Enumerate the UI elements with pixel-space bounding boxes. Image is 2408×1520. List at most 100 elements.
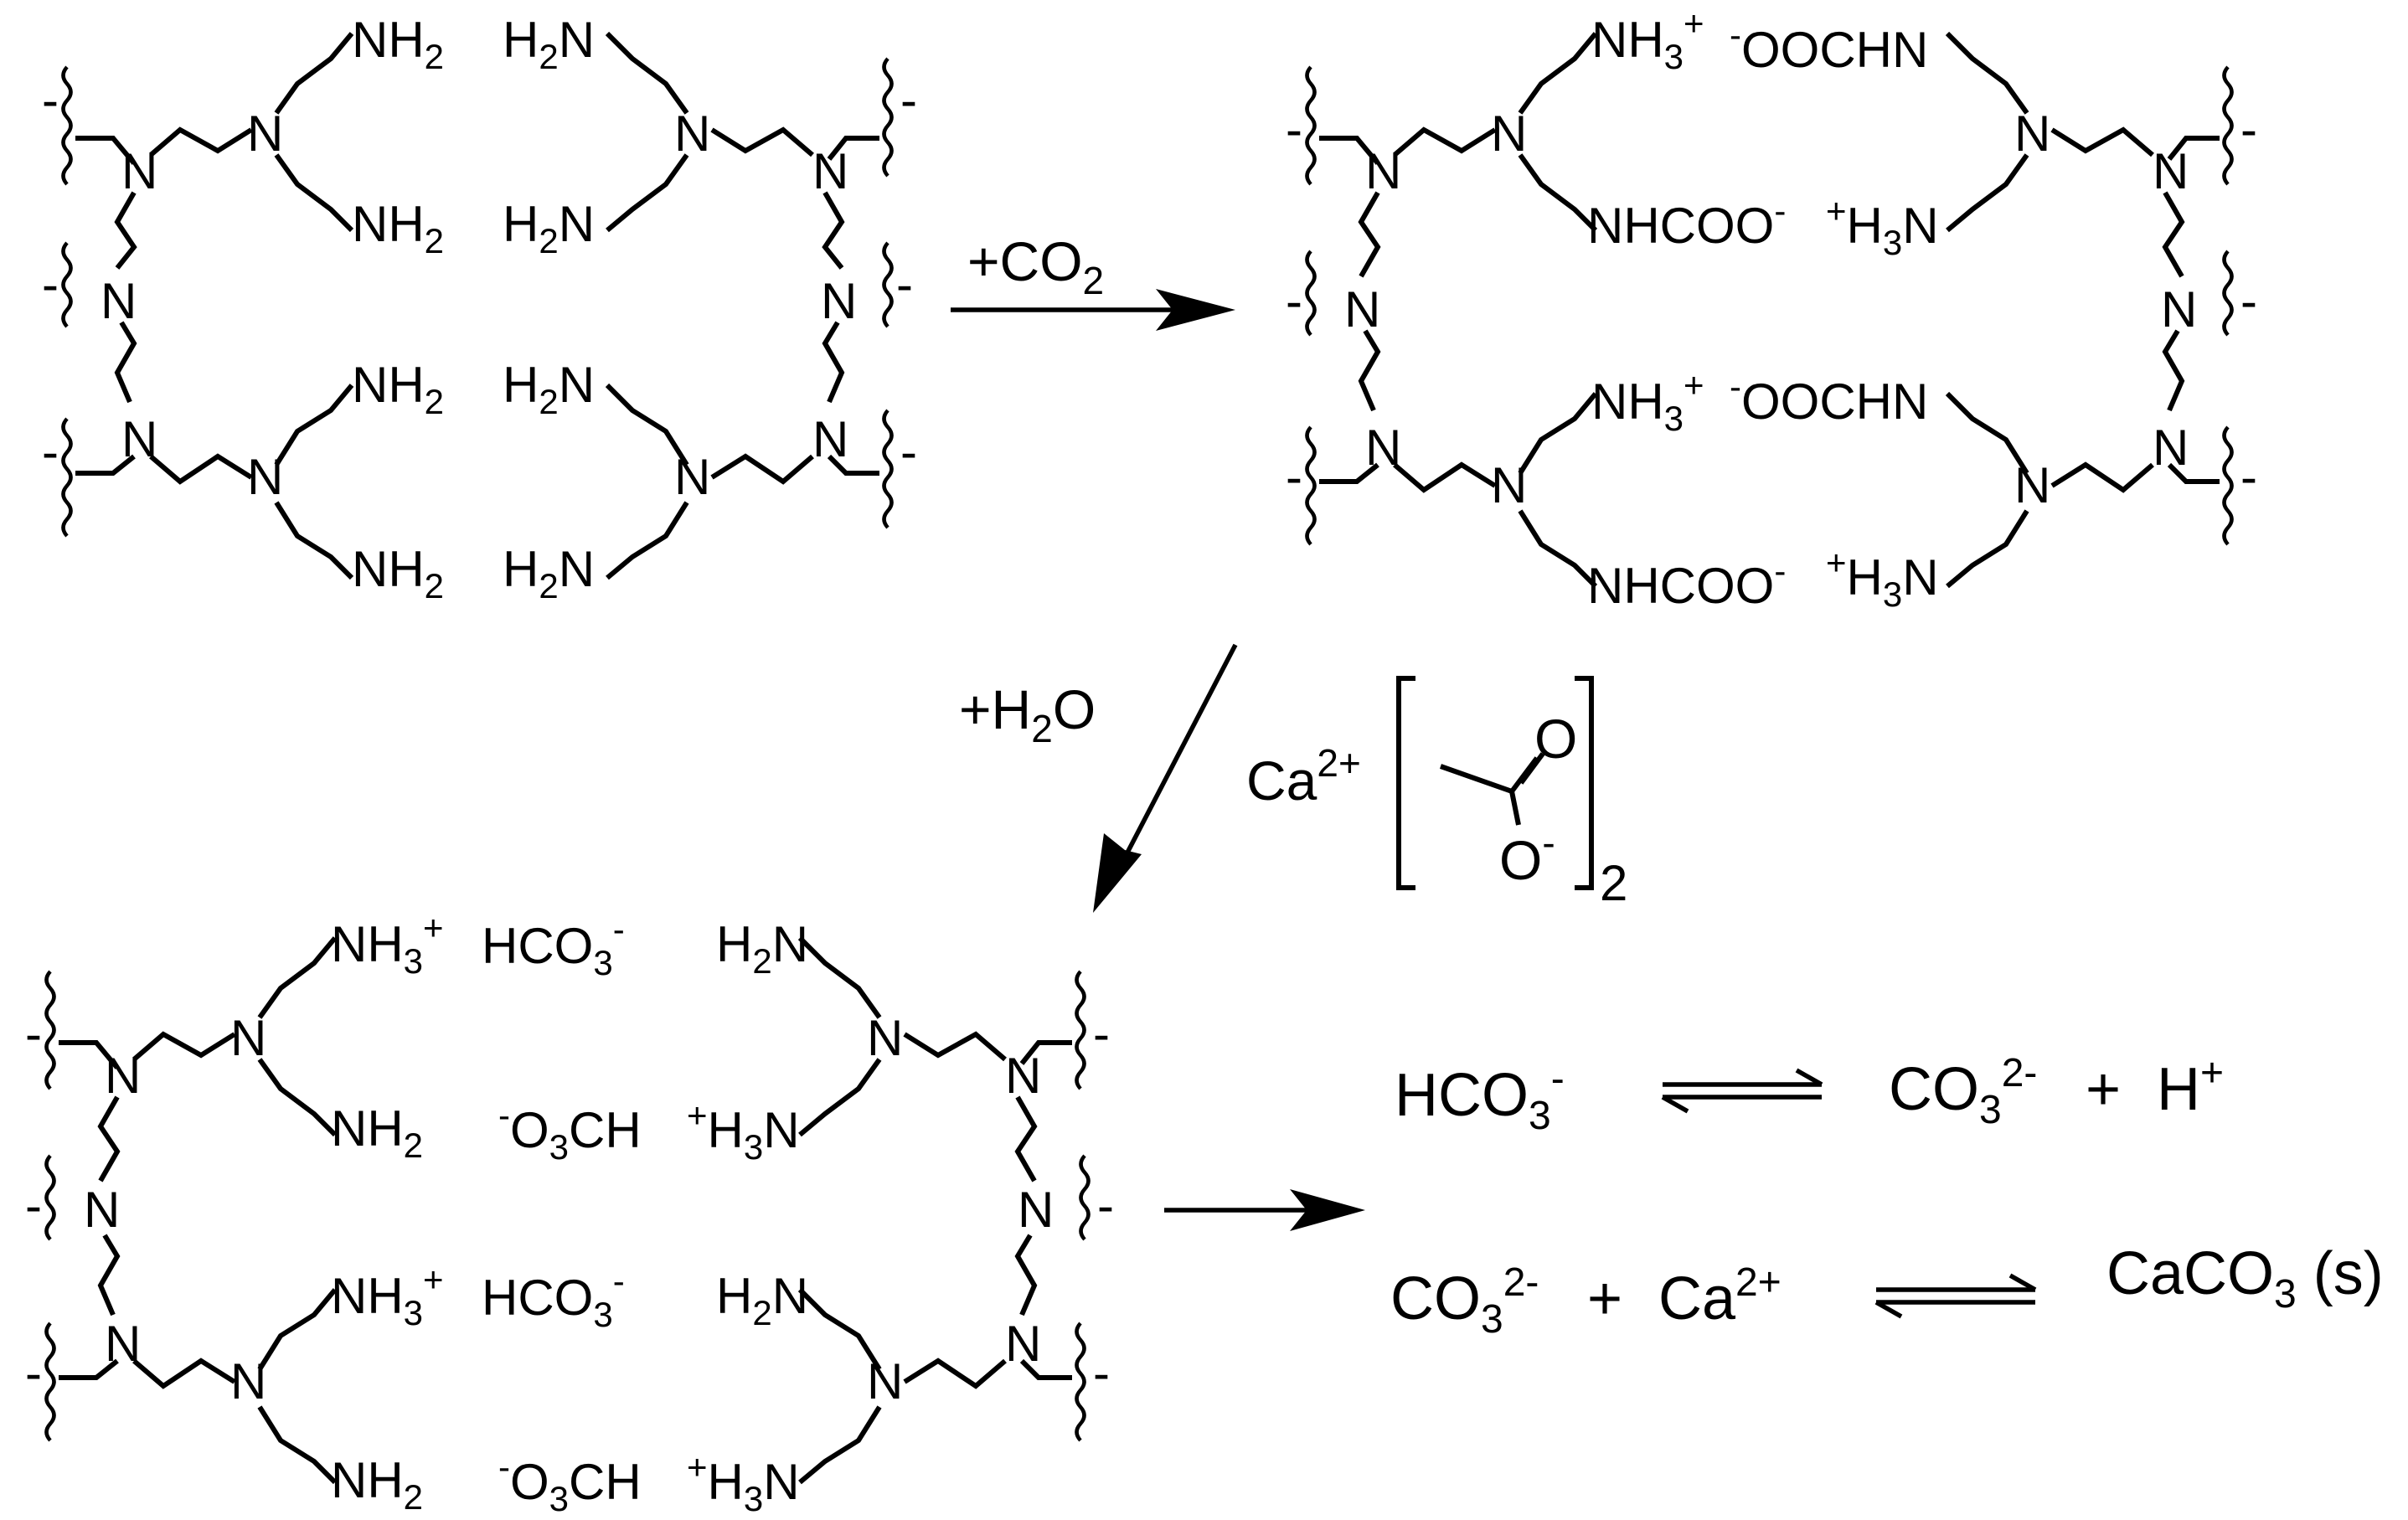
eq2-product-calcium-carbonate: CaCO	[2106, 1240, 2274, 1307]
svg-text:N: N	[821, 273, 857, 329]
svg-text:-: -	[42, 424, 59, 480]
svg-text:-: -	[1097, 1177, 1114, 1234]
eq1-reactant-subscript: 3	[1529, 1094, 1551, 1138]
eq1-reactant-charge: -	[1551, 1057, 1565, 1101]
calcium-ion-label: Ca	[1246, 750, 1317, 812]
svg-text:HCO3-: HCO3-	[482, 1261, 625, 1334]
svg-text:NH3+: NH3+	[331, 1260, 444, 1332]
svg-text:N: N	[105, 1048, 141, 1104]
precipitation-reaction-arrow	[1164, 1189, 1365, 1231]
svg-text:H2N: H2N	[716, 1268, 808, 1332]
svg-text:-: -	[900, 424, 917, 480]
svg-text:+CO2: +CO2	[967, 230, 1104, 302]
svg-text:H2N: H2N	[503, 541, 595, 605]
svg-text:N: N	[674, 106, 710, 162]
bicarbonate-dissociation-equilibrium: HCO3- CO32- + H+	[1395, 1051, 2224, 1138]
svg-text:Ca2+: Ca2+	[1246, 741, 1361, 812]
eq2-product-subscript: 3	[2274, 1272, 2297, 1316]
svg-text:N: N	[867, 1353, 903, 1409]
svg-text:N: N	[867, 1010, 903, 1066]
svg-text:N: N	[1491, 457, 1527, 513]
svg-text:-: -	[25, 1177, 42, 1234]
svg-text:N: N	[230, 1010, 266, 1066]
svg-text:+H3N: +H3N	[687, 1095, 800, 1167]
svg-text:NH3+: NH3+	[1591, 365, 1704, 438]
svg-text:-: -	[1286, 101, 1302, 157]
svg-text:CO32-: CO32-	[1889, 1051, 2037, 1132]
svg-text:N: N	[2014, 106, 2050, 162]
svg-text:-: -	[2240, 101, 2257, 157]
svg-text:-: -	[1286, 273, 1302, 329]
svg-text:NH2: NH2	[352, 12, 444, 76]
svg-text:+H3N: +H3N	[687, 1447, 800, 1518]
svg-text:NH3+: NH3+	[1591, 3, 1704, 76]
co2-reaction-arrow: +CO2	[951, 230, 1235, 331]
eq2-plus-sign: +	[1587, 1265, 1622, 1332]
svg-text:-: -	[1286, 449, 1302, 505]
svg-text:+H3N: +H3N	[1826, 191, 1939, 262]
co2-reagent-subscript: 2	[1083, 259, 1105, 302]
svg-text:NH3+: NH3+	[331, 908, 444, 981]
svg-text:N: N	[1491, 106, 1527, 162]
eq1-plus-sign: +	[2086, 1056, 2121, 1123]
svg-text:H2N: H2N	[503, 12, 595, 76]
svg-text:Ca2+: Ca2+	[1658, 1260, 1782, 1332]
eq2-product-state: (s)	[2297, 1240, 2384, 1307]
h2o-reagent-subscript: 2	[1031, 707, 1053, 750]
svg-text:N: N	[230, 1353, 266, 1409]
svg-text:-: -	[1093, 1006, 1110, 1062]
acetate-carbonyl-oxygen: O	[1534, 708, 1577, 770]
svg-text:H2N: H2N	[503, 196, 595, 260]
h2o-reagent-label: +H	[959, 678, 1031, 740]
svg-text:N: N	[247, 106, 283, 162]
svg-text:NHCOO-: NHCOO-	[1587, 551, 1786, 614]
svg-text:H2N: H2N	[716, 916, 808, 981]
h2o-reaction-arrow: +H2O	[959, 643, 1238, 913]
eq1-product-carbonate-subscript: 3	[1979, 1088, 2002, 1132]
svg-text:HCO3-: HCO3-	[1395, 1057, 1565, 1138]
eq1-product-proton-charge: +	[2200, 1051, 2224, 1095]
eq2-reactant-calcium: Ca	[1658, 1265, 1736, 1332]
svg-text:N: N	[2161, 281, 2197, 337]
eq1-product-proton: H	[2157, 1056, 2200, 1123]
acetate-anion-charge: -	[1542, 821, 1555, 864]
svg-text:H+: H+	[2157, 1051, 2224, 1123]
svg-text:-O3CH: -O3CH	[498, 1447, 642, 1518]
svg-text:-: -	[25, 1345, 42, 1401]
svg-text:-: -	[42, 256, 59, 312]
svg-text:NH2: NH2	[352, 196, 444, 260]
pei-structure: N N N N N N N N N N --- --- NH2 NH2 NH2 …	[42, 12, 917, 605]
svg-text:N: N	[84, 1182, 120, 1238]
svg-text:-: -	[25, 1006, 42, 1062]
eq2-reactant-carbonate-charge: 2-	[1503, 1260, 1539, 1305]
equilibrium-arrows-1	[1661, 1068, 1823, 1114]
svg-text:N: N	[1344, 281, 1380, 337]
eq1-reactant: HCO	[1395, 1062, 1529, 1129]
svg-text:-: -	[896, 256, 913, 312]
svg-text:N: N	[1005, 1048, 1041, 1104]
eq2-reactant-carbonate: CO	[1390, 1265, 1481, 1332]
svg-text:-OOCHN: -OOCHN	[1730, 367, 1928, 430]
svg-text:N: N	[1365, 143, 1401, 199]
eq2-reactant-calcium-charge: 2+	[1735, 1260, 1782, 1305]
svg-text:N: N	[121, 143, 157, 199]
svg-text:N: N	[1018, 1182, 1054, 1238]
svg-text:CO32-: CO32-	[1390, 1260, 1539, 1342]
bracket-multiplier: 2	[1600, 855, 1627, 911]
svg-text:NH2: NH2	[331, 1100, 423, 1165]
h2o-reagent-tail: O	[1053, 678, 1096, 740]
svg-text:O-: O-	[1499, 821, 1555, 891]
svg-text:N: N	[121, 411, 157, 467]
svg-text:NH2: NH2	[352, 541, 444, 605]
svg-text:N: N	[812, 143, 848, 199]
acetate-anion-oxygen: O	[1499, 829, 1542, 891]
eq1-product-carbonate-charge: 2-	[2002, 1051, 2038, 1095]
svg-text:N: N	[101, 273, 137, 329]
svg-text:N: N	[105, 1316, 141, 1372]
svg-text:N: N	[2153, 143, 2189, 199]
calcium-carbonate-precipitation-equilibrium: CO32- + Ca2+ CaCO3 (s)	[1390, 1240, 2384, 1342]
svg-text:+H3N: +H3N	[1826, 543, 1939, 614]
svg-text:N: N	[812, 411, 848, 467]
svg-text:CaCO3 (s): CaCO3 (s)	[2106, 1240, 2384, 1316]
